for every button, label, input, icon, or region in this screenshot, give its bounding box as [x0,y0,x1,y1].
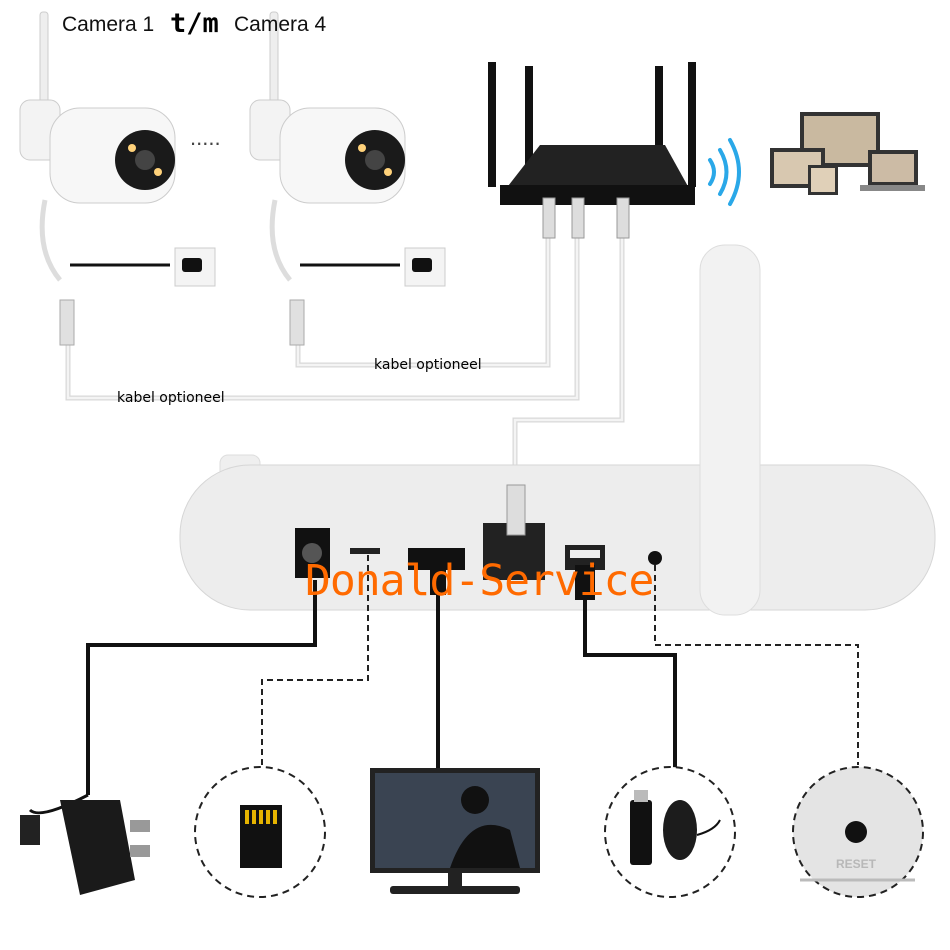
sd-card-icon [194,766,326,898]
watermark: Donald-Service [305,556,654,606]
nvr-recorder-icon [179,244,936,616]
optional-connections [261,555,859,765]
lan-cables [65,235,625,490]
camera-to-label: Camera 4 [234,13,327,36]
camera-from-label: Camera 1 [62,13,155,36]
cable-camera1-router [65,235,580,401]
cable-label-lower: kabel optioneel [117,390,225,406]
wifi-signal-icon [708,138,741,206]
cable-label-upper: kabel optioneel [374,357,482,373]
camera-1-icon [19,11,176,346]
reset-button-icon [792,766,924,898]
power-outlet-icon [174,247,446,287]
camera-4-icon [249,11,406,346]
device-cables [86,580,677,795]
usb-mouse-icon [604,766,736,898]
wifi-router-icon [488,62,696,239]
viewing-devices-icon [770,112,925,195]
power-adapter-icon [20,793,150,895]
reset-label: RESET [836,857,877,871]
ellipsis: ..... [190,125,221,150]
range-separator: t/m [170,8,219,39]
monitor-icon [370,768,540,894]
